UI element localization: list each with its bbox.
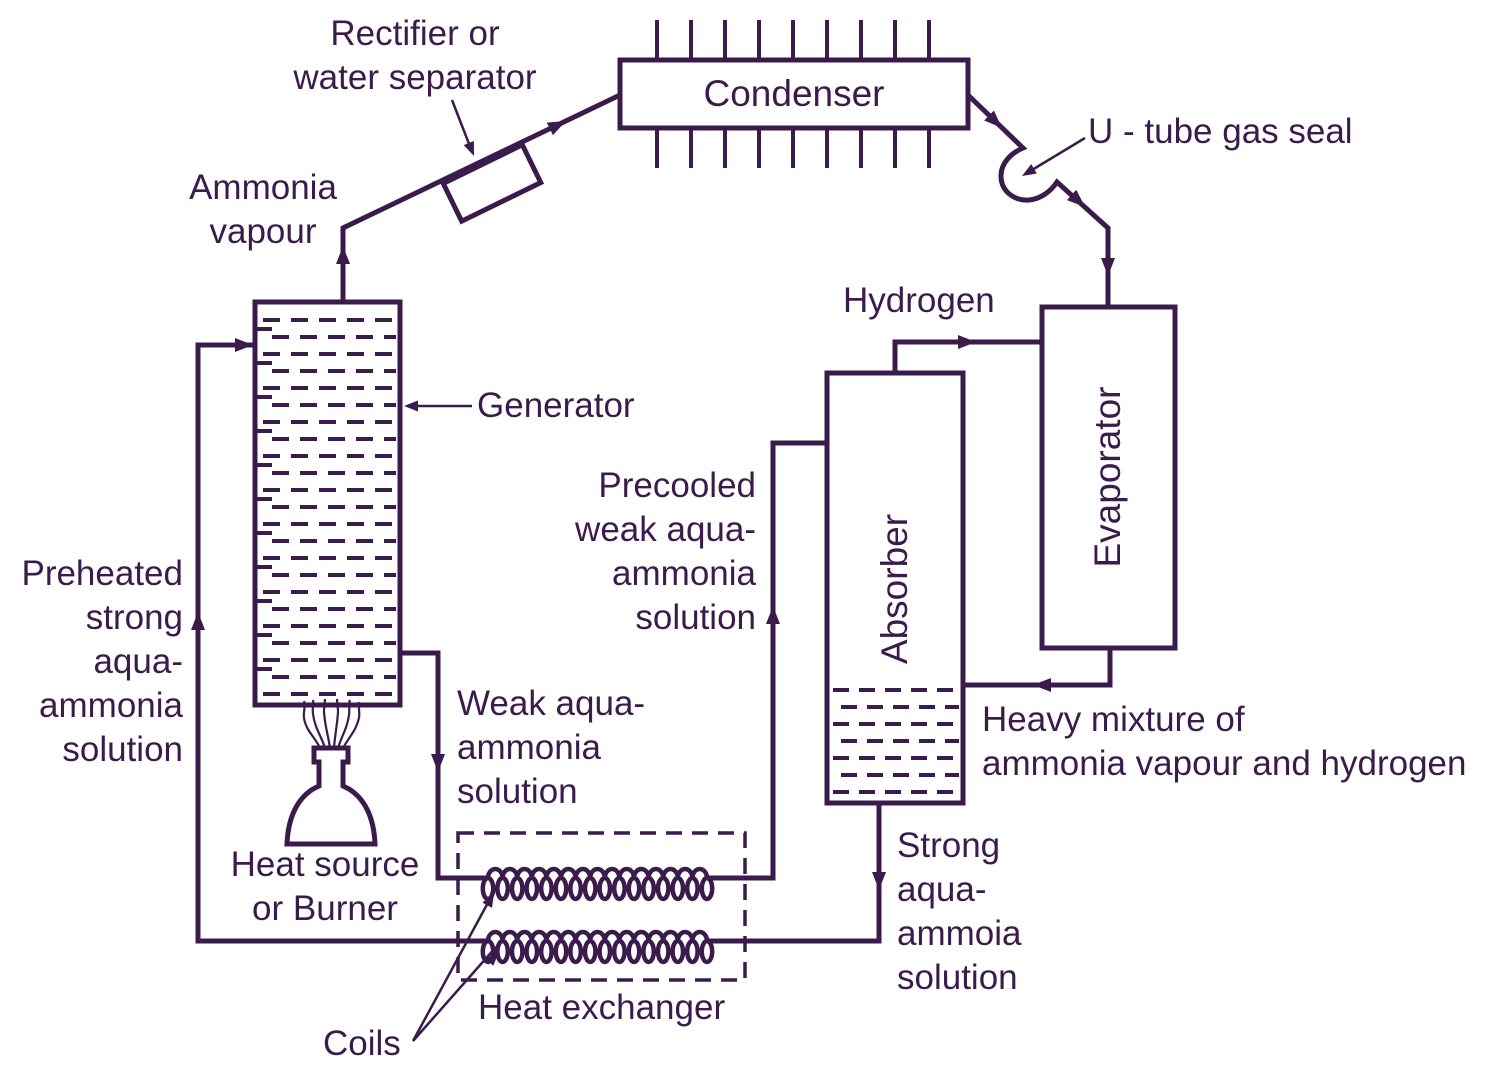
pipe-strong-solution-down <box>707 803 882 944</box>
rectifier-label: Rectifier or water separator <box>293 14 537 97</box>
arrow-heavy-mixture-left <box>1033 678 1051 692</box>
heavy-mixture-label: Heavy mixture of ammonia vapour and hydr… <box>982 700 1467 783</box>
arrow-strong-down <box>872 872 886 890</box>
u-tube-label-pointer <box>1026 136 1086 175</box>
arrow-into-evaporator <box>1101 258 1115 276</box>
evaporator-box <box>1039 304 1178 651</box>
coil-top <box>480 866 715 902</box>
arrow-precooled-up <box>766 606 780 624</box>
arrow-into-generator <box>235 338 253 352</box>
absorber-liquid-pattern <box>831 688 959 794</box>
heat-exchanger-label: Heat exchanger <box>478 988 726 1027</box>
ammonia-vapour-label: Ammonia vapour <box>189 168 337 251</box>
absorber-label: Absorber <box>874 513 915 665</box>
pipe-heavy-mixture <box>963 648 1113 688</box>
coils-label: Coils <box>323 1024 401 1063</box>
precooled-weak-solution-label: Precooled weak aqua- ammonia solution <box>575 466 756 637</box>
pipe-preheated-strong-riser <box>195 342 488 944</box>
u-tube-label: U - tube gas seal <box>1088 112 1353 151</box>
pipe-hydrogen <box>892 339 1042 373</box>
arrow-to-condenser <box>546 114 570 136</box>
condenser-box <box>617 57 971 131</box>
strong-solution-label: Strong aqua- ammoia solution <box>897 826 1022 997</box>
pipe-precooled-weak-riser <box>707 440 827 881</box>
pipework <box>195 92 1113 944</box>
rectifier-label-pointer <box>450 99 473 150</box>
arrow-hydrogen-right <box>958 335 976 349</box>
pipe-condenser-to-evaporator-u-tube <box>966 93 1111 307</box>
generator-label: Generator <box>477 386 635 425</box>
label-pointers <box>408 99 1086 1042</box>
coil-bottom <box>480 929 715 965</box>
evaporator-label: Evaporator <box>1087 386 1128 568</box>
arrow-preheated-up <box>191 612 205 630</box>
rectifier-box <box>439 141 545 225</box>
coils-label-pointer-bottom <box>412 946 497 1042</box>
pipe-ammonia-vapour <box>340 92 622 302</box>
weak-solution-label: Weak aqua- ammonia solution <box>457 684 646 811</box>
arrow-weak-down <box>431 754 445 772</box>
generator-tray-ticks <box>257 327 272 671</box>
heat-exchanger-coils <box>480 866 715 965</box>
burner-flask <box>284 745 378 847</box>
hydrogen-label: Hydrogen <box>843 281 995 320</box>
condenser-label: Condenser <box>703 73 885 114</box>
heat-exchanger-box <box>456 831 747 982</box>
absorber-box <box>824 370 966 806</box>
preheated-strong-solution-label: Preheated strong aqua- ammonia solution <box>21 554 183 769</box>
burner-flame-icon <box>302 698 361 749</box>
coils-label-pointer-top <box>411 898 492 1042</box>
heat-source-label: Heat source or Burner <box>230 845 420 928</box>
